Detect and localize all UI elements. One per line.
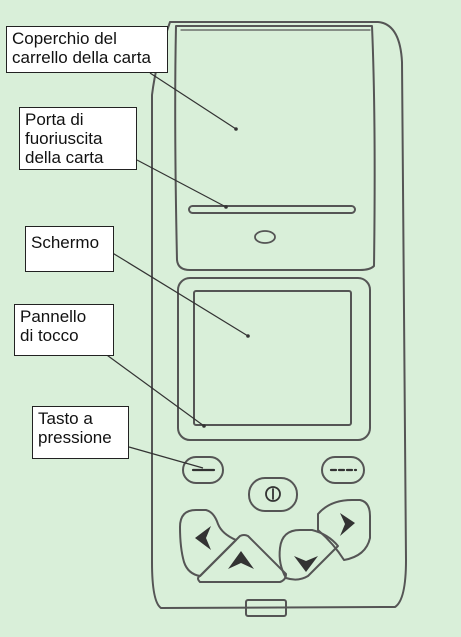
arrow-up-icon (228, 551, 254, 569)
arrow-right-icon (340, 513, 355, 536)
leader-push-key (128, 446, 204, 469)
leader-touch-panel (99, 349, 205, 427)
label-paper-exit: Porta di fuoriuscita della carta (19, 107, 137, 170)
up-key (197, 534, 287, 583)
bottom-connector (245, 599, 287, 617)
power-icon (265, 486, 281, 502)
paper-exit-slot (188, 205, 356, 214)
arrow-left-icon (195, 526, 211, 550)
leader-paper-cover (149, 72, 237, 130)
right-key (317, 499, 371, 561)
label-touch-panel: Pannello di tocco (14, 304, 114, 356)
left-key (179, 509, 237, 577)
cover-release-button (254, 230, 276, 244)
leader-paper-exit (136, 159, 227, 208)
leader-screen (105, 248, 249, 337)
device-body (151, 21, 407, 609)
label-push-key: Tasto a pressione (32, 406, 129, 459)
arrow-down-icon (294, 556, 318, 572)
screen (193, 290, 352, 426)
push-key-right (321, 456, 365, 484)
label-paper-cover: Coperchio del carrello della carta (6, 26, 168, 73)
down-key (278, 529, 339, 581)
touch-panel-frame (177, 277, 371, 441)
power-button (248, 477, 298, 512)
paper-cover (174, 25, 376, 271)
label-screen: Schermo (25, 226, 114, 272)
push-key-left (182, 456, 224, 484)
